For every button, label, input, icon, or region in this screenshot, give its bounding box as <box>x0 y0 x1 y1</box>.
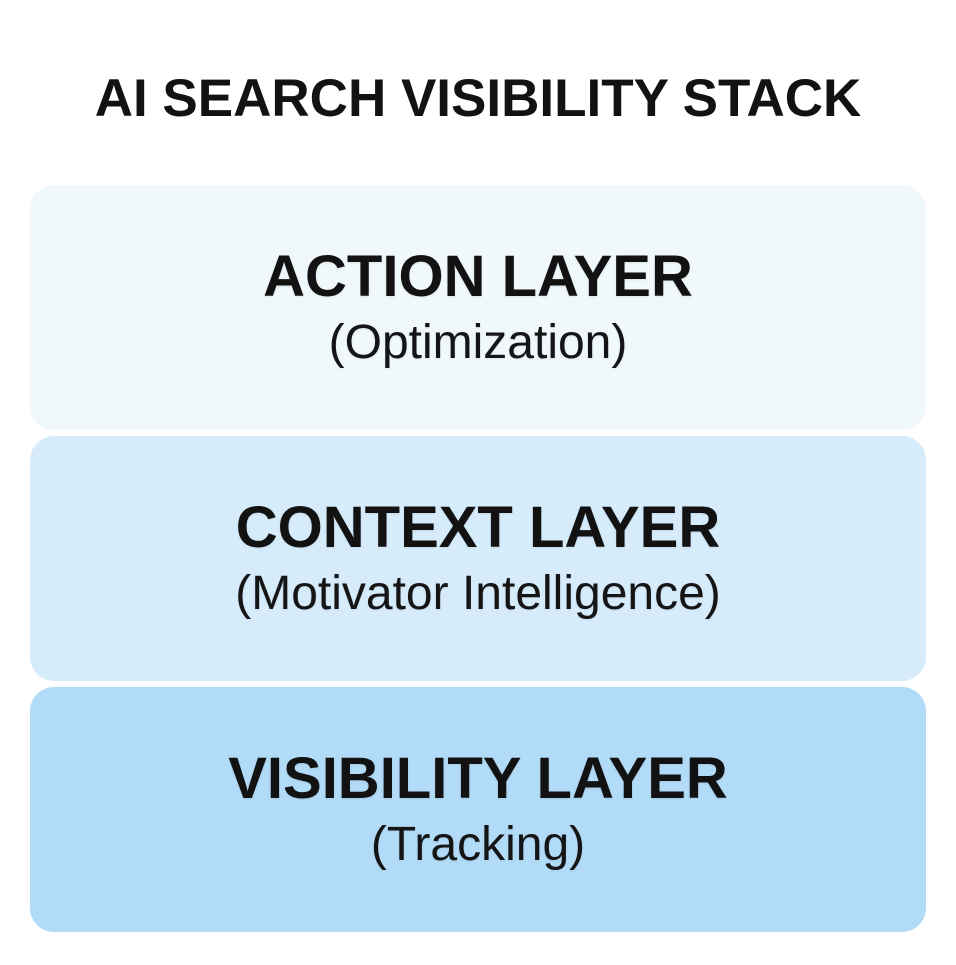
layer-visibility-sublabel: (Tracking) <box>370 817 586 871</box>
layer-context-sublabel: (Motivator Intelligence) <box>235 566 721 620</box>
layer-context-label: CONTEXT LAYER <box>235 494 721 560</box>
layer-action-label: ACTION LAYER <box>263 243 693 309</box>
layer-visibility: VISIBILITY LAYER (Tracking) <box>30 687 926 932</box>
page-title: AI SEARCH VISIBILITY STACK <box>94 69 862 128</box>
layer-stack: ACTION LAYER (Optimization) CONTEXT LAYE… <box>30 185 926 932</box>
layer-visibility-label: VISIBILITY LAYER <box>228 745 728 811</box>
layer-context: CONTEXT LAYER (Motivator Intelligence) <box>30 436 926 681</box>
layer-action-sublabel: (Optimization) <box>328 315 628 369</box>
layer-action: ACTION LAYER (Optimization) <box>30 185 926 430</box>
